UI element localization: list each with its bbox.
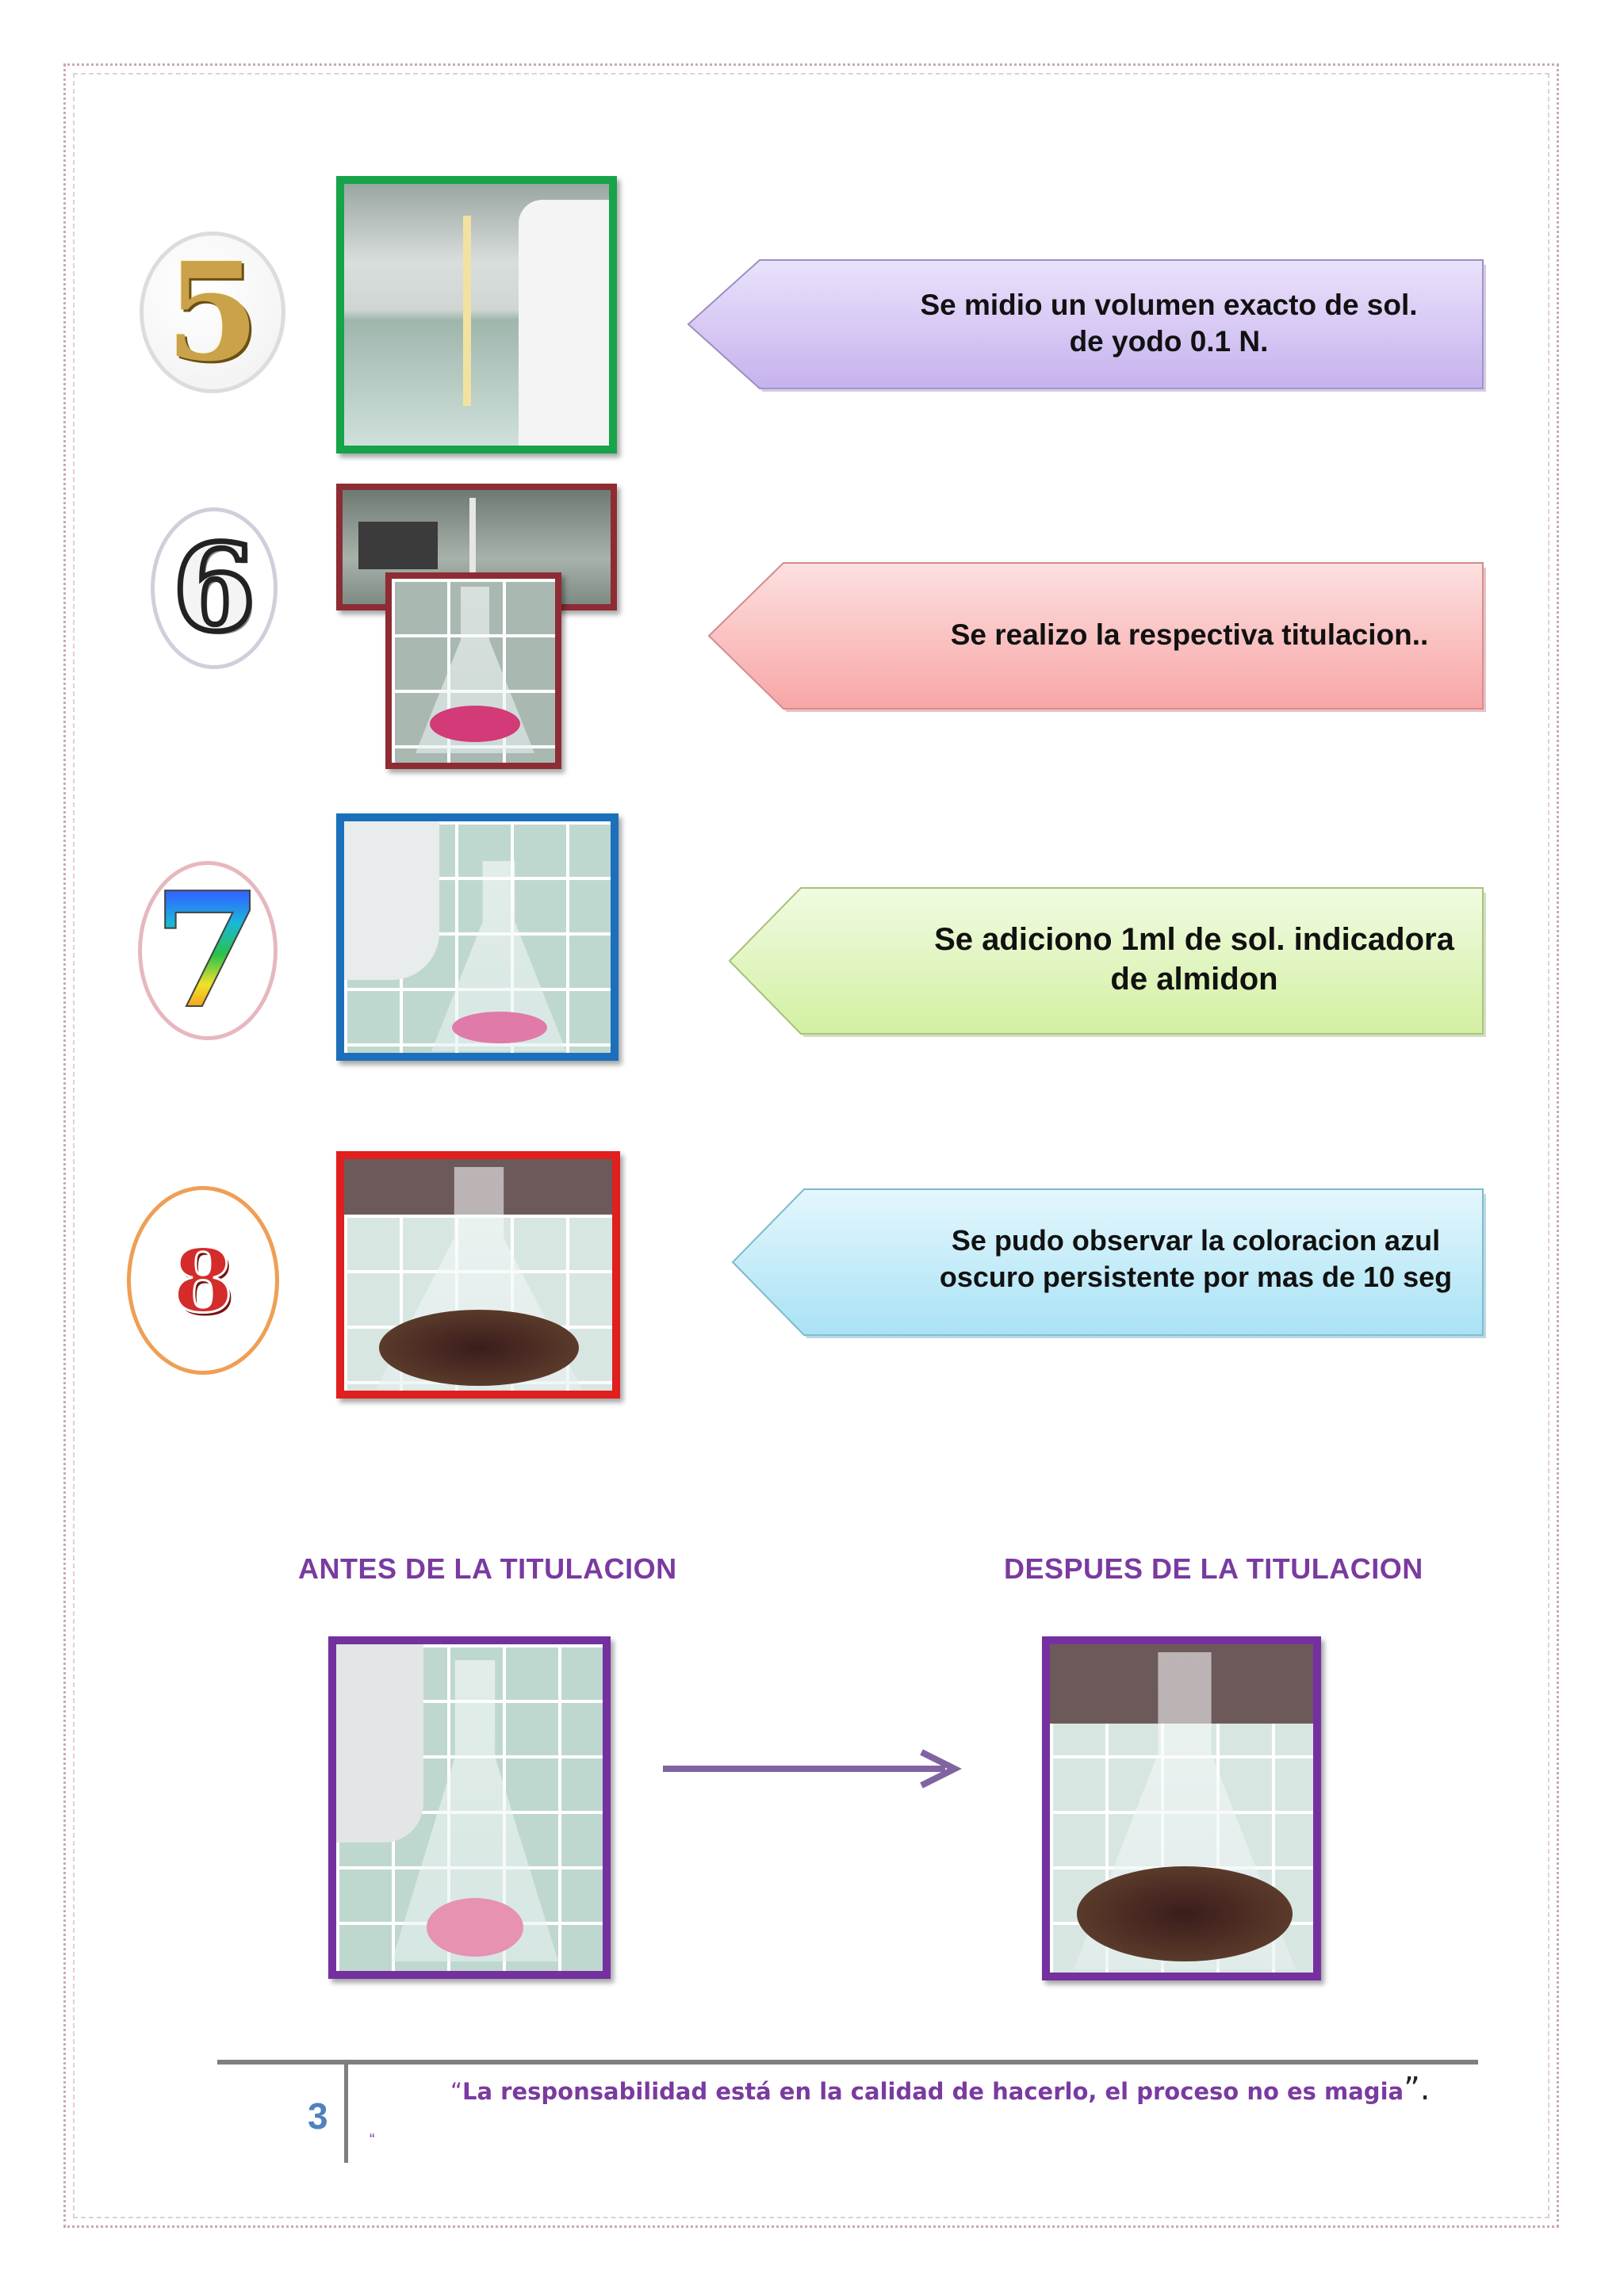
before-title: ANTES DE LA TITULACION bbox=[298, 1552, 677, 1585]
step-5-badge: 5 bbox=[140, 232, 285, 393]
step-7-text: Se adiciono 1ml de sol. indicadora de al… bbox=[934, 922, 1454, 997]
footer-rule bbox=[217, 2060, 1478, 2064]
step-7-badge: 7 bbox=[138, 857, 278, 1045]
before-photo bbox=[328, 1636, 611, 1979]
step-5-callout: Se midio un volumen exacto de sol. de yo… bbox=[685, 257, 1488, 393]
step-8-badge: 8 bbox=[127, 1186, 279, 1375]
page-number: 3 bbox=[308, 2095, 328, 2137]
step-6-text: Se realizo la respectiva titulacion.. bbox=[950, 618, 1429, 651]
step-7-photo bbox=[336, 813, 619, 1061]
footer-close-quote: ”. bbox=[1404, 2071, 1431, 2107]
footer-divider bbox=[344, 2064, 348, 2163]
after-title: DESPUES DE LA TITULACION bbox=[1004, 1552, 1423, 1585]
step-8-text: Se pudo observar la coloracion azul oscu… bbox=[939, 1224, 1453, 1293]
step-8-photo bbox=[336, 1151, 620, 1399]
step-7-callout: Se adiciono 1ml de sol. indicadora de al… bbox=[726, 885, 1488, 1039]
after-photo bbox=[1042, 1636, 1321, 1980]
footer-open-quote: “ bbox=[450, 2078, 463, 2105]
transition-arrow bbox=[663, 1749, 962, 1789]
footer-quote-text: La responsabilidad está en la calidad de… bbox=[462, 2078, 1404, 2105]
footer-mark: “ bbox=[370, 2131, 375, 2149]
page-border bbox=[63, 63, 1559, 2228]
footer-quote: “La responsabilidad está en la calidad d… bbox=[450, 2071, 1431, 2107]
step-6-badge: 6 bbox=[151, 507, 278, 669]
step-6-photo-flask bbox=[385, 572, 561, 769]
step-6-callout: Se realizo la respectiva titulacion.. bbox=[706, 560, 1488, 714]
step-8-callout: Se pudo observar la coloracion azul oscu… bbox=[730, 1186, 1488, 1340]
step-5-photo bbox=[336, 176, 617, 453]
page-border-inner bbox=[73, 73, 1549, 2218]
step-5-text: Se midio un volumen exacto de sol. de yo… bbox=[920, 289, 1418, 358]
